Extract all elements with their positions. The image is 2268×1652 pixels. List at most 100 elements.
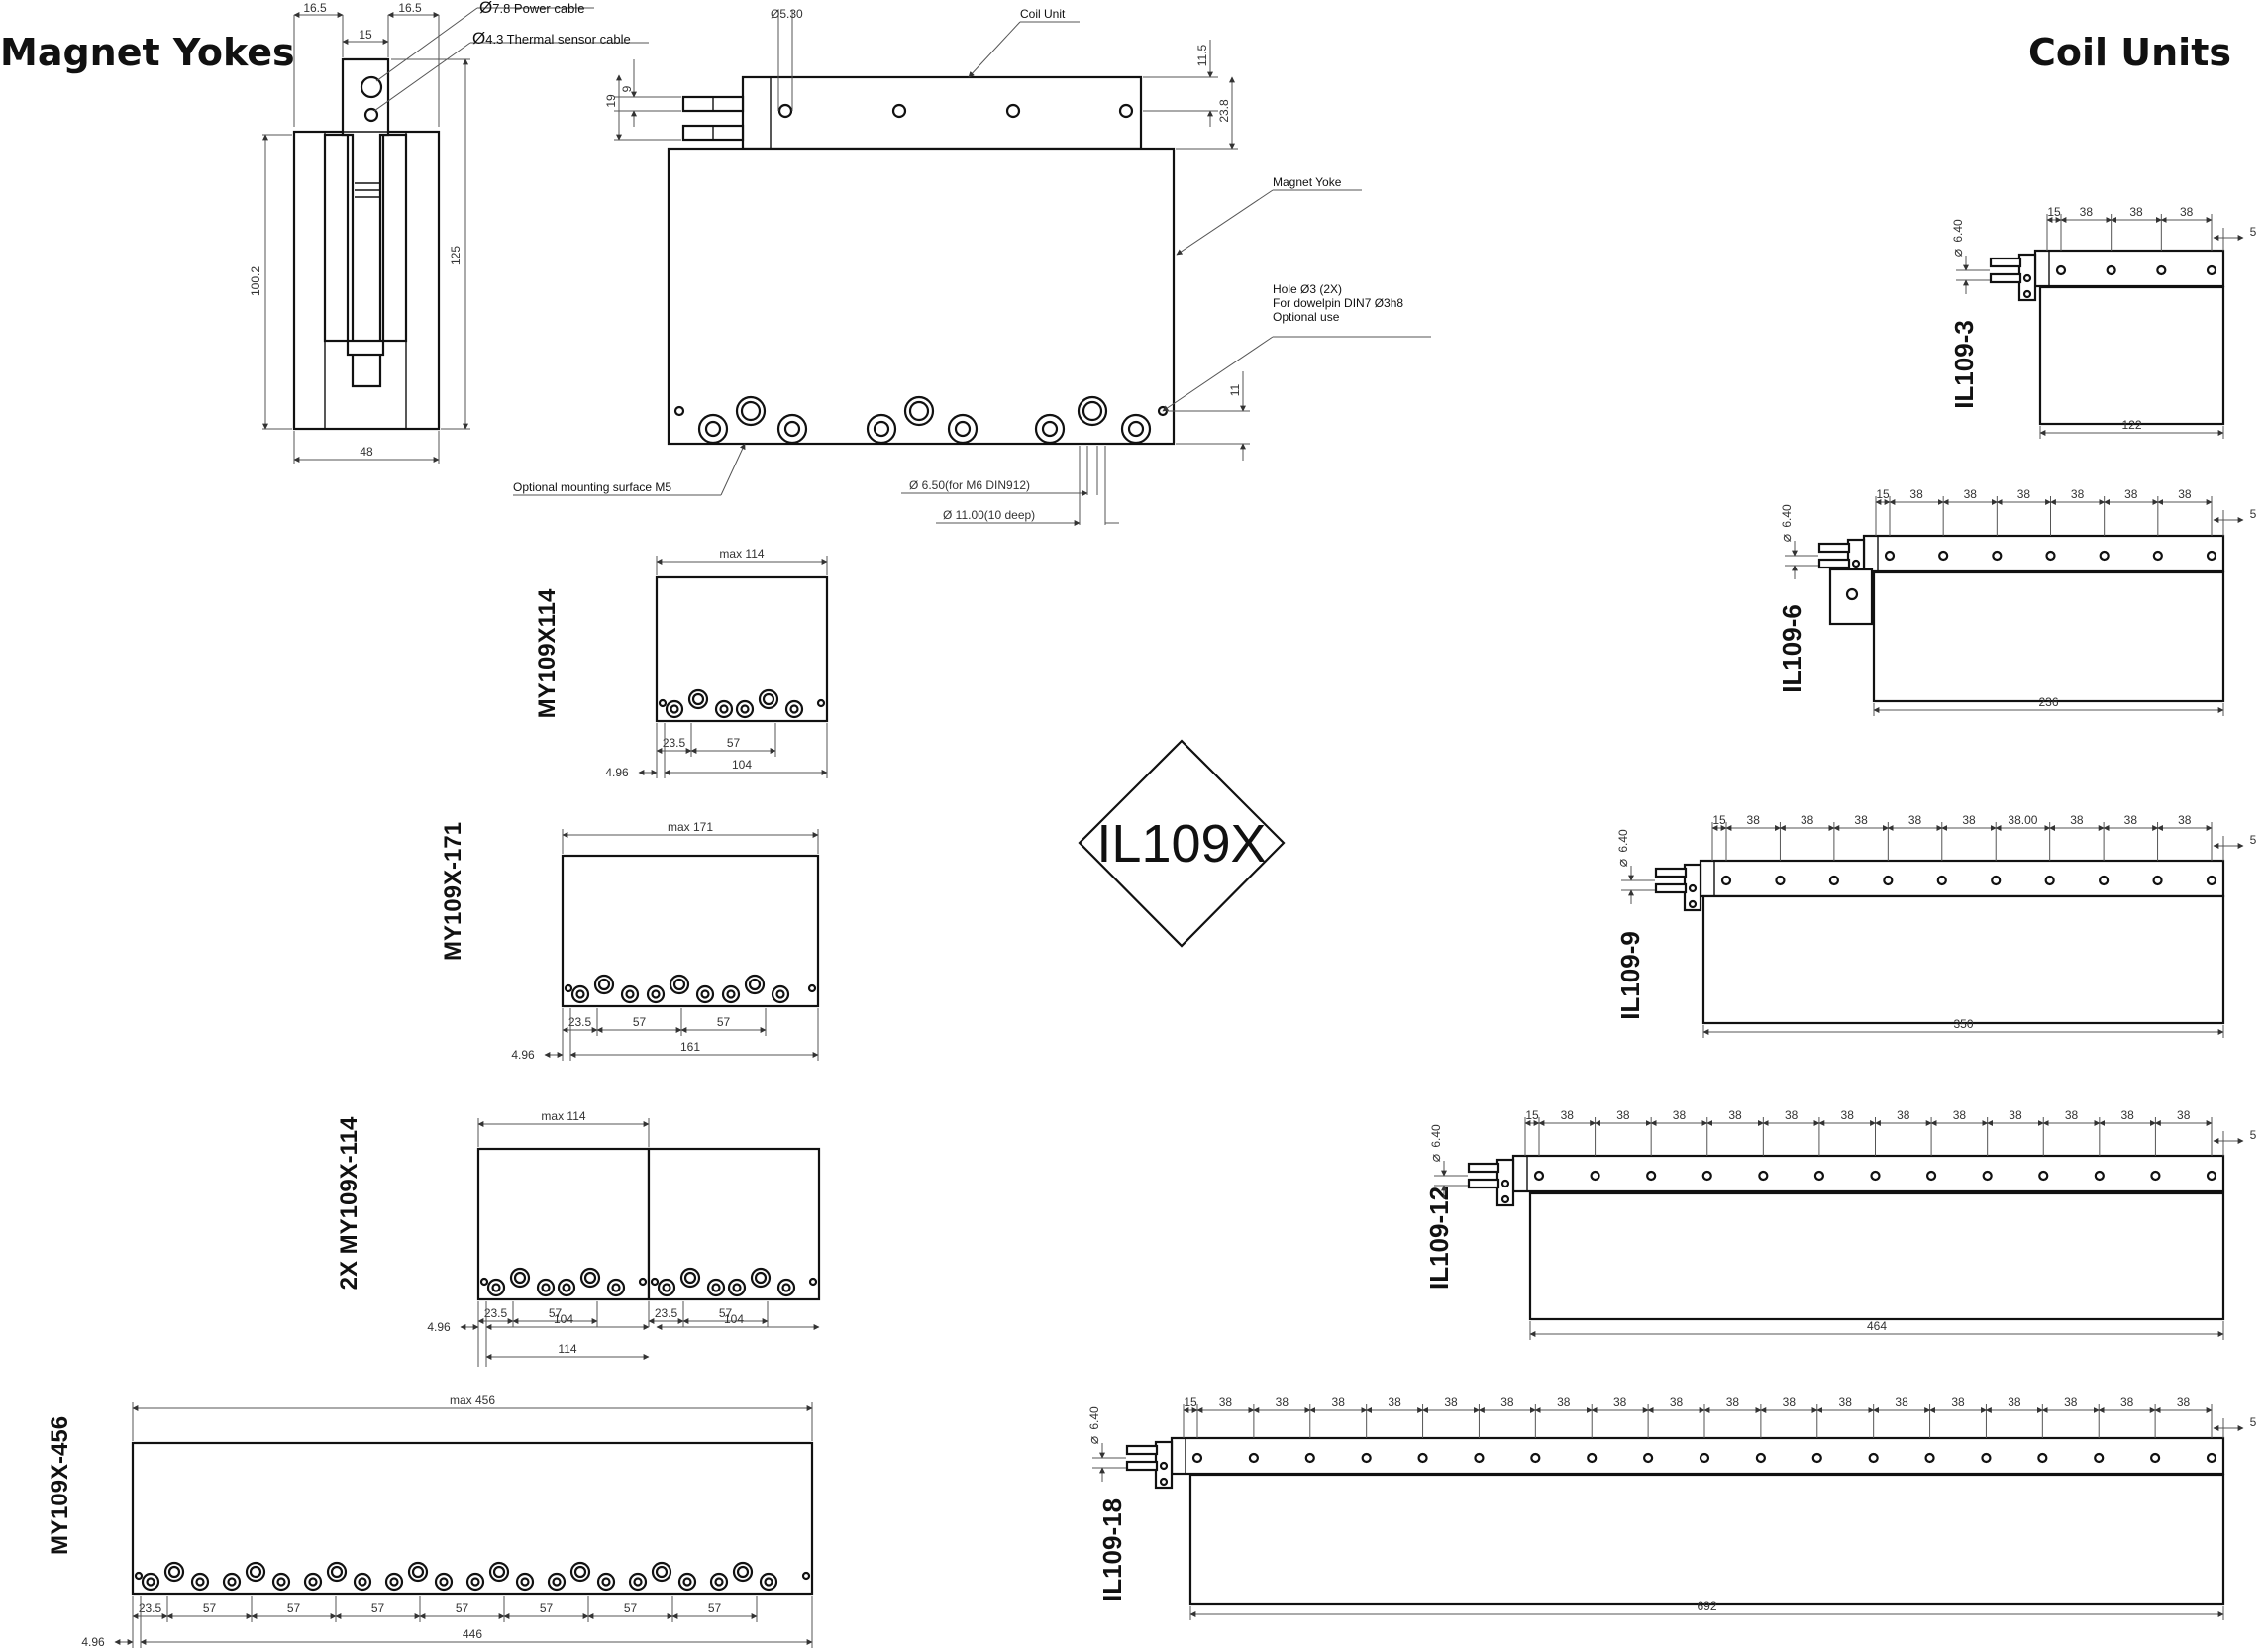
- dia-5-30: Ø5.30: [771, 7, 803, 21]
- pitch-dimension: 38: [2129, 205, 2143, 219]
- mounting-hole: [1936, 875, 1947, 886]
- coil-units-heading: Coil Units: [2028, 31, 2231, 74]
- dowel-hole: [658, 698, 668, 708]
- bolt: [227, 1577, 237, 1587]
- bolt: [552, 1577, 562, 1587]
- yoke-label: 2X MY109X-114: [336, 1116, 362, 1290]
- mounting-hole: [1925, 1170, 1937, 1182]
- dowel-hole: [808, 1277, 818, 1287]
- bolt: [573, 1565, 587, 1579]
- bolt: [691, 692, 705, 706]
- dia-dimension: 6.40: [1429, 1124, 1443, 1148]
- mounting-hole: [1755, 1452, 1766, 1464]
- dia-dimension: 6.40: [1616, 829, 1630, 853]
- max-dimension: max 114: [541, 1109, 585, 1123]
- dowel-hole: [650, 1277, 660, 1287]
- pitch-dimension: 38: [2124, 487, 2138, 501]
- bolt: [597, 978, 611, 991]
- mounting-hole: [2152, 875, 2163, 886]
- chain-dimension: 57: [549, 1306, 563, 1320]
- dia-symbol: ⌀: [1778, 534, 1794, 542]
- mounting-hole: [1720, 875, 1732, 886]
- mounting-hole: [1870, 1170, 1881, 1182]
- bolt: [611, 1283, 621, 1292]
- max-dimension: max 114: [719, 547, 764, 561]
- pitch-dimension: 38: [1841, 1108, 1855, 1122]
- bolt: [719, 704, 729, 714]
- sensor-cable: [1817, 558, 1851, 569]
- pitch-dimension: 38: [1444, 1395, 1458, 1409]
- bolt: [651, 989, 661, 999]
- coil-bar: [2033, 249, 2225, 288]
- pitch-dimension: 38: [1783, 1395, 1797, 1409]
- bracket-screw: [1159, 1461, 1169, 1471]
- magnet-yokes-heading: Magnet Yokes: [0, 31, 295, 74]
- hole-note-3: Optional use: [1273, 310, 1340, 324]
- bolt: [541, 1283, 551, 1292]
- bolt: [789, 704, 799, 714]
- offset-dimension: 4.96: [511, 1048, 535, 1062]
- mounting-hole: [1775, 875, 1786, 886]
- bracket-screw: [1688, 883, 1698, 893]
- pitch-dimension: 38: [1500, 1395, 1514, 1409]
- bolt: [682, 1577, 692, 1587]
- pitch-dimension: 38: [1962, 813, 1976, 827]
- dim-125: 125: [449, 246, 463, 265]
- yoke-block: [655, 575, 829, 723]
- offset-dimension: 4.96: [427, 1320, 451, 1334]
- chain-dimension: 57: [624, 1601, 638, 1615]
- mounting-hole: [2045, 550, 2056, 562]
- dia-dimension: 6.40: [1780, 504, 1794, 528]
- mounting-hole: [2206, 264, 2217, 276]
- mounting-hole: [2206, 1170, 2217, 1182]
- mounting-hole: [2099, 550, 2110, 562]
- total-dimension: 114: [558, 1342, 576, 1356]
- mounting-hole: [1811, 1452, 1822, 1464]
- coil-label: IL109-9: [1615, 931, 1645, 1020]
- mounting-hole: [1884, 550, 1896, 562]
- length-dimension: 236: [2038, 695, 2058, 709]
- sensor-cable: [1467, 1178, 1500, 1189]
- dowel-hole: [479, 1277, 489, 1287]
- length-dimension: 122: [2121, 418, 2141, 432]
- bolt: [714, 1577, 724, 1587]
- pitch-dimension: 38: [2177, 1395, 2191, 1409]
- end-dimension: 5: [2250, 507, 2257, 521]
- pitch-dimension: 38: [1616, 1108, 1630, 1122]
- mounting-hole: [2152, 550, 2163, 562]
- dowel-hole: [638, 1277, 648, 1287]
- pitch-dimension: 38: [1728, 1108, 1742, 1122]
- pitch-dimension: 38: [1747, 813, 1761, 827]
- bolt: [711, 1283, 721, 1292]
- bolt: [726, 989, 736, 999]
- mounting-hole: [2150, 1170, 2161, 1182]
- pitch-dimension: 38: [1839, 1395, 1853, 1409]
- mounting-hole: [1982, 1170, 1993, 1182]
- coil-bar: [1862, 534, 2225, 573]
- bolt: [308, 1577, 318, 1587]
- pitch-dimension: 38: [2017, 487, 2031, 501]
- first-pitch-dimension: 15: [1876, 487, 1890, 501]
- total-dimension: 446: [463, 1627, 482, 1641]
- mounting-hole: [1701, 1170, 1712, 1182]
- bolt: [411, 1565, 425, 1579]
- pitch-dimension: 38: [2120, 1395, 2134, 1409]
- mounting-hole: [1646, 1170, 1657, 1182]
- bolt: [754, 1271, 768, 1285]
- max-dimension: max 171: [668, 820, 713, 834]
- bolt: [700, 989, 710, 999]
- power-cable: [1654, 867, 1688, 878]
- mounting-callout: Optional mounting surface M5: [513, 480, 671, 494]
- mounting-hole: [1248, 1452, 1259, 1464]
- mounting-hole: [2206, 875, 2217, 886]
- dim-19: 19: [604, 94, 618, 108]
- dim-48: 48: [360, 445, 373, 459]
- pitch-dimension: 38: [2177, 1108, 2191, 1122]
- offset-dimension: 4.96: [81, 1635, 105, 1649]
- pitch-dimension: 38: [1909, 487, 1923, 501]
- bolt: [492, 1565, 506, 1579]
- bolt: [195, 1577, 205, 1587]
